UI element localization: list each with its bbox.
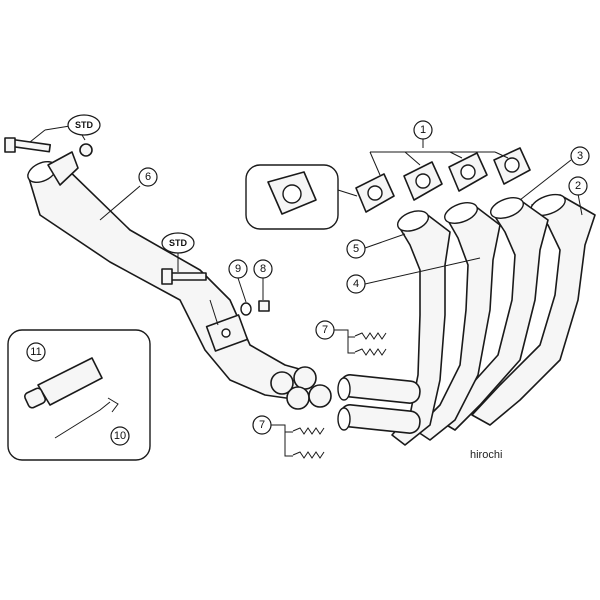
callout-2: 2 (568, 176, 588, 196)
callout-5: 5 (346, 239, 366, 259)
liquid-gasket-tube (37, 357, 103, 406)
header-pipe-5 (391, 212, 451, 446)
callout-9-label: 9 (235, 263, 241, 275)
springs-lower (292, 427, 325, 459)
callout-5-label: 5 (353, 243, 359, 255)
mid-bolt (167, 272, 207, 281)
watermark: hirochi (470, 449, 502, 461)
callout-10: 10 (110, 426, 130, 446)
spring-hook-tool (54, 397, 119, 439)
collector-outlet-3 (286, 386, 310, 410)
callout-3-label: 3 (577, 150, 583, 162)
callout-2-label: 2 (575, 180, 581, 192)
callout-std-top: STD (67, 114, 101, 136)
callout-9: 9 (228, 259, 248, 279)
callout-std-top-label: STD (75, 120, 94, 130)
header-pipe-4 (414, 205, 501, 441)
callout-7-lower-label: 7 (259, 419, 265, 431)
callout-11-label: 11 (30, 346, 41, 358)
pipe-5-inlet (396, 210, 430, 232)
callout-std-mid-label: STD (169, 238, 188, 248)
header-pipes (337, 193, 596, 446)
springs-upper (354, 332, 387, 356)
callout-7-upper-label: 7 (322, 324, 328, 336)
collector-outlet-1 (270, 371, 294, 395)
stub-lower-end (337, 407, 351, 431)
callout-3: 3 (570, 146, 590, 166)
accessory-inset (7, 329, 151, 461)
callout-8-label: 8 (260, 263, 266, 275)
callout-4: 4 (346, 274, 366, 294)
stub-upper-end (337, 377, 351, 401)
callout-1-label: 1 (420, 124, 426, 136)
gasket-set (355, 147, 531, 213)
callout-11: 11 (26, 342, 46, 362)
collector-outlet-4 (308, 384, 332, 408)
callout-4-label: 4 (353, 278, 359, 290)
callout-std-mid: STD (161, 232, 195, 254)
nut-8 (258, 300, 270, 312)
callout-1: 1 (413, 120, 433, 140)
header-pipe-2 (471, 194, 596, 426)
washer-9 (240, 302, 252, 316)
collector-stub-lower (339, 404, 421, 434)
collector-outlet-2 (293, 366, 317, 390)
top-bracket (47, 151, 79, 186)
callout-10-label: 10 (114, 430, 126, 442)
callout-8: 8 (253, 259, 273, 279)
collector-stub-upper (339, 374, 421, 404)
gasket-detail-inset (245, 164, 358, 230)
callout-6: 6 (138, 167, 158, 187)
leader-lines (29, 124, 583, 457)
top-nut (79, 143, 93, 157)
callout-7-lower: 7 (252, 415, 272, 435)
callout-7-upper: 7 (315, 320, 335, 340)
header-pipe-3 (437, 199, 549, 431)
mid-bolt-assembly (161, 268, 270, 316)
accessory-inset-frame (7, 329, 151, 461)
pipe-3-inlet (490, 197, 524, 219)
top-bolt-assembly (4, 137, 93, 186)
callout-6-label: 6 (145, 171, 151, 183)
pipe-4-inlet (444, 202, 478, 224)
